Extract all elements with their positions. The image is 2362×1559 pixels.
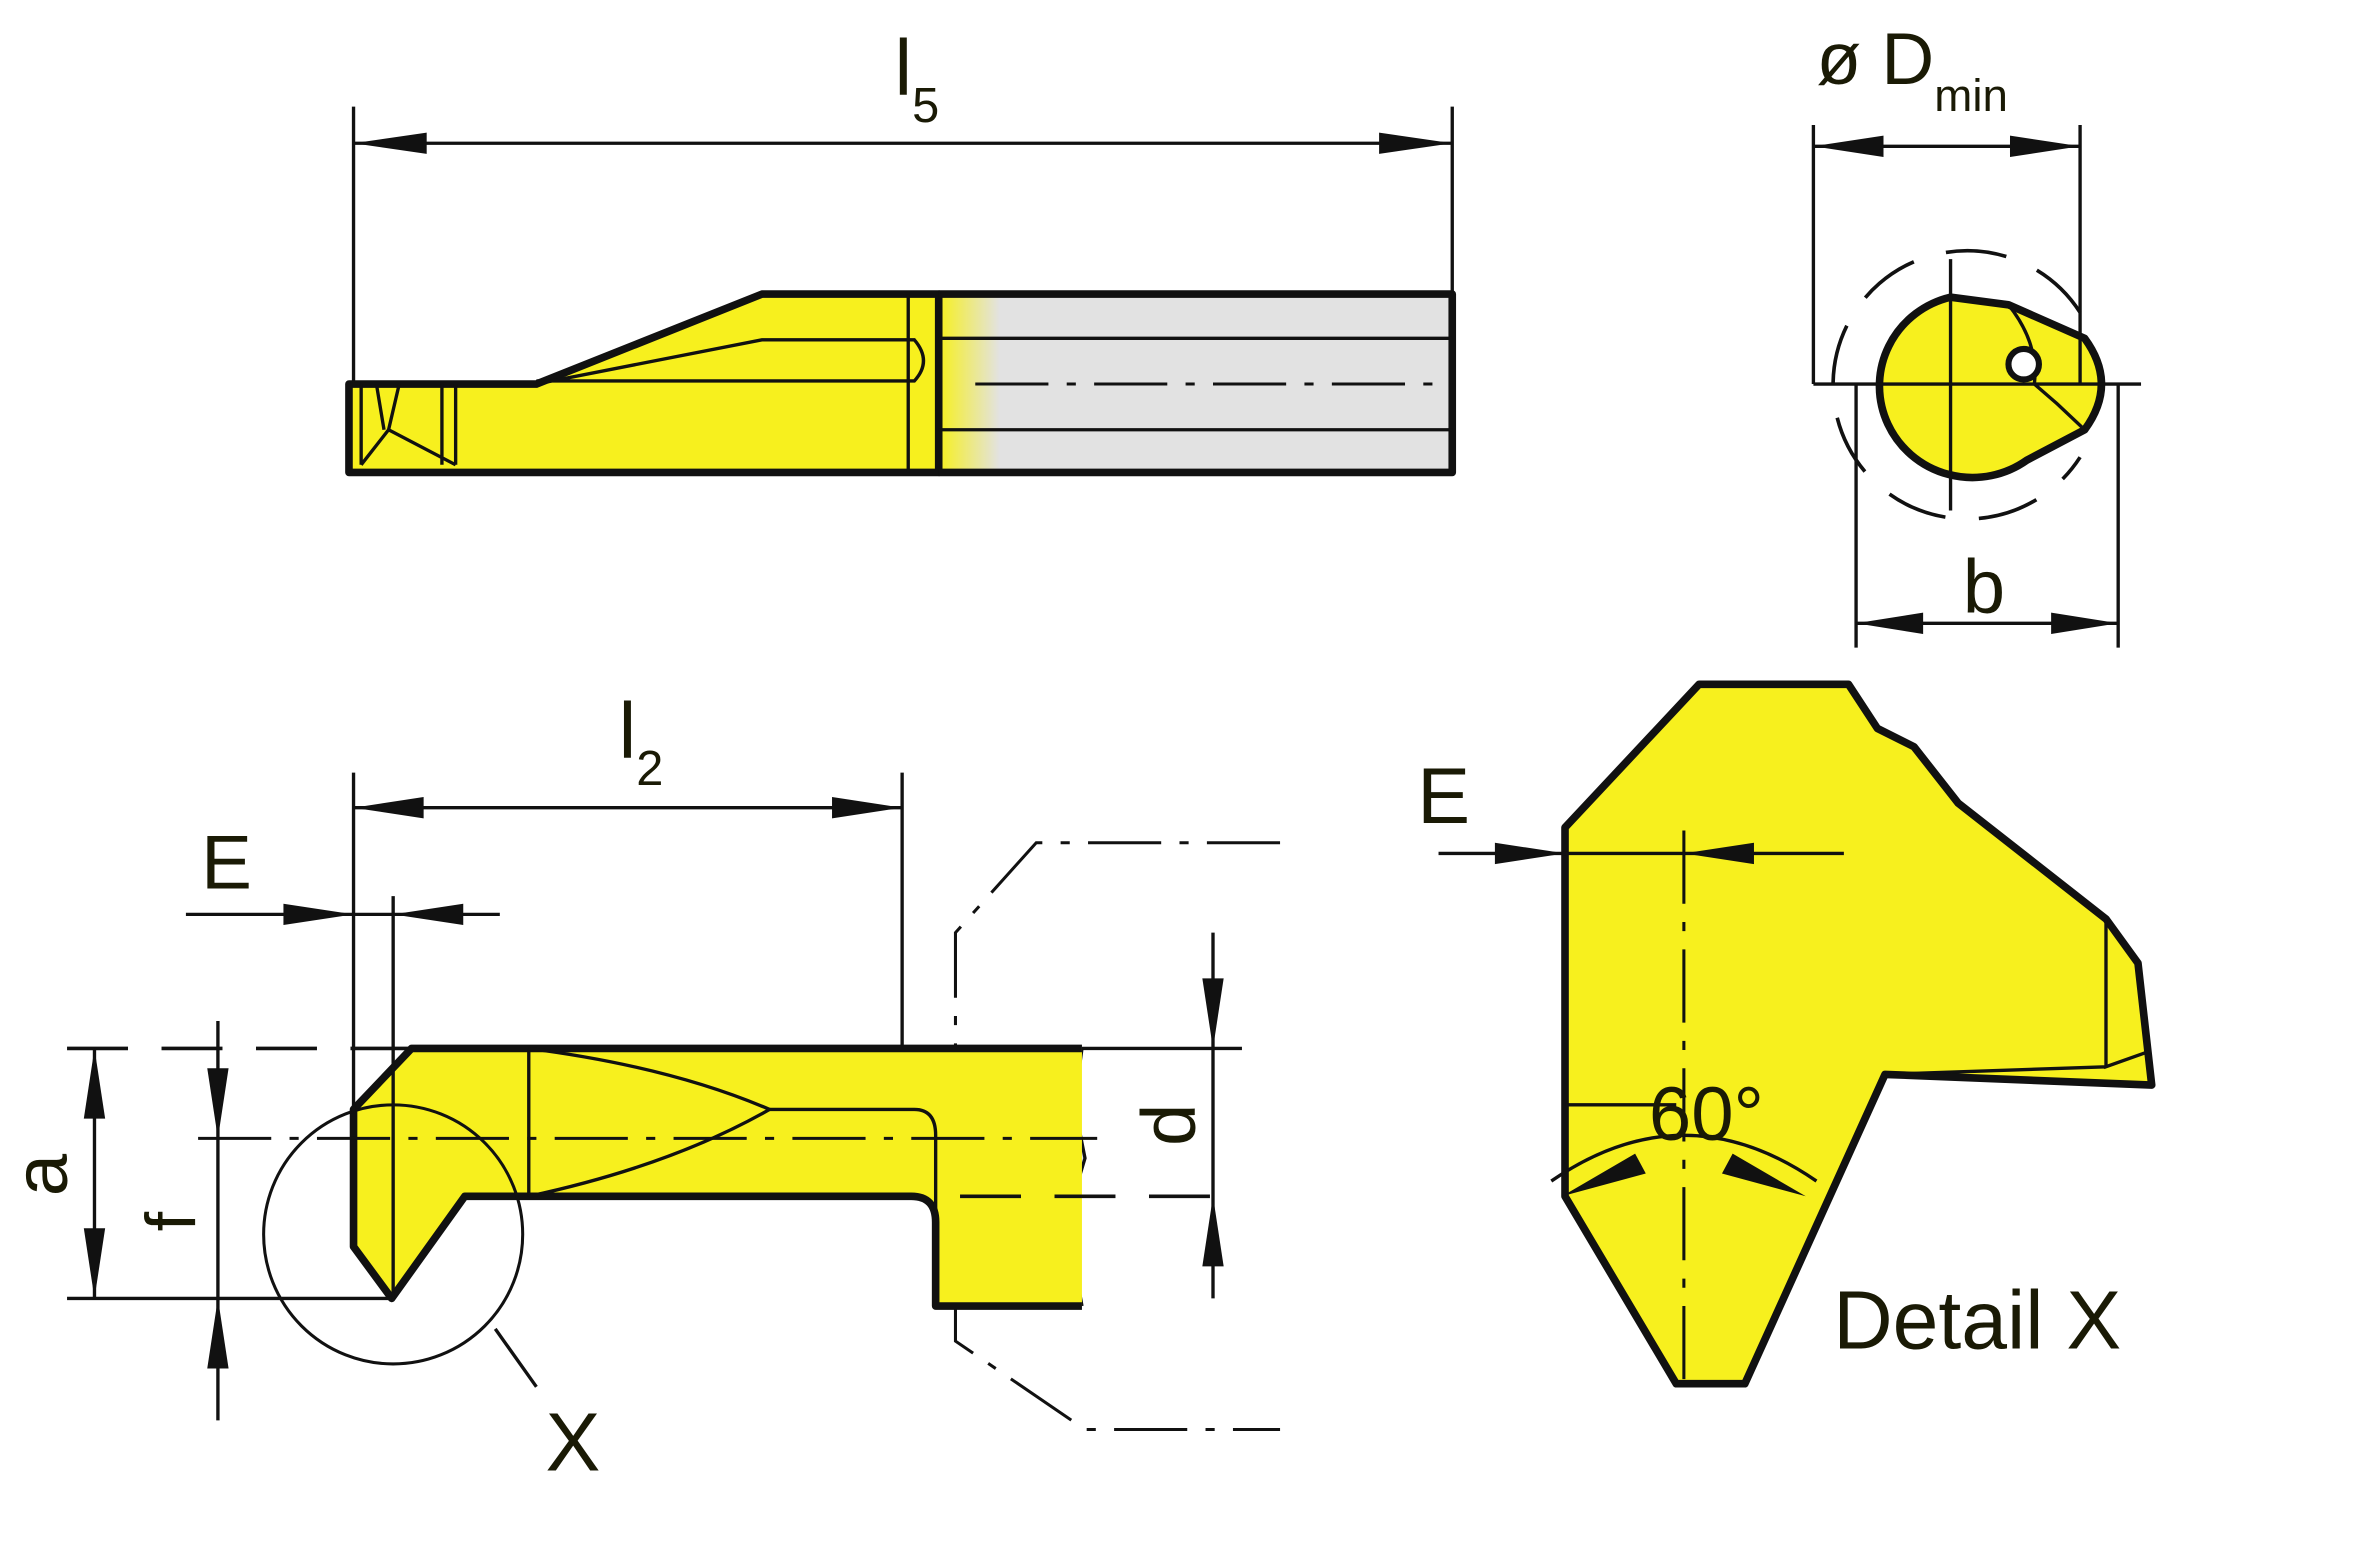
angle-arc xyxy=(1550,1133,1818,1183)
l2-sub: 2 xyxy=(636,742,663,796)
dmin-prefix: ø D xyxy=(1816,19,1934,100)
end-view: ø Dmin b xyxy=(1811,19,2142,648)
end-view-body xyxy=(1875,293,2106,482)
arrow-head xyxy=(1721,1153,1806,1197)
arrow-head xyxy=(207,1068,229,1139)
arrow-head xyxy=(83,1048,106,1119)
label-a: a xyxy=(0,1153,84,1196)
insert-coolant-channel xyxy=(769,1107,938,1220)
label-angle: 60° xyxy=(1649,1072,1764,1157)
bore-outline-top xyxy=(953,841,1281,1052)
detail-leader xyxy=(493,1327,538,1388)
detail-title: Detail X xyxy=(1833,1276,2121,1367)
end-view-dashed-circle xyxy=(1831,248,2082,521)
label-b: b xyxy=(1963,545,2005,630)
l2-main: l xyxy=(619,685,637,774)
arrow-head xyxy=(1813,135,1884,157)
arrow-head xyxy=(207,1298,229,1369)
arrow-head xyxy=(393,903,464,926)
arrow-head xyxy=(1202,978,1224,1049)
label-l5: l5 xyxy=(895,22,940,132)
tip-detail xyxy=(359,383,458,467)
top-view: l5 xyxy=(345,22,1457,477)
label-d: d xyxy=(1127,1104,1212,1146)
label-l2: l2 xyxy=(619,685,664,795)
arrow-head xyxy=(283,903,354,926)
label-e-front: E xyxy=(201,820,252,905)
arrow-head xyxy=(1494,842,1566,865)
insert-body-top xyxy=(345,290,943,477)
arrow-head xyxy=(1856,612,1924,634)
l5-main: l xyxy=(895,22,913,111)
label-f: f xyxy=(132,1211,210,1231)
insert-flute xyxy=(528,1046,774,1198)
arrow-head xyxy=(1202,1196,1224,1267)
arrow-head xyxy=(1561,1153,1646,1197)
arrow-head xyxy=(2009,135,2081,157)
flute-groove xyxy=(536,338,926,386)
arrow-head xyxy=(1379,132,1453,154)
arrow-head xyxy=(2051,612,2119,634)
l5-sub: 5 xyxy=(912,79,939,133)
arrow-head xyxy=(353,132,427,154)
arrow-head xyxy=(353,797,424,819)
arrow-head xyxy=(83,1228,106,1299)
arrow-head xyxy=(832,797,903,819)
detail-x-view: E 60° Detail X xyxy=(1417,680,2156,1388)
detail-insert-body xyxy=(1561,680,2156,1388)
side-view: X l2 E a f d xyxy=(0,685,1281,1489)
label-dmin: ø Dmin xyxy=(1816,19,2007,121)
label-e-detail: E xyxy=(1417,751,1470,840)
insert-body-side xyxy=(349,1044,1082,1310)
dmin-sub: min xyxy=(1934,70,2008,121)
arrow-head xyxy=(1683,842,1754,865)
coolant-hole xyxy=(2005,345,2042,383)
label-x: X xyxy=(546,1398,601,1489)
detail-cutting-edge xyxy=(1884,918,2150,1077)
